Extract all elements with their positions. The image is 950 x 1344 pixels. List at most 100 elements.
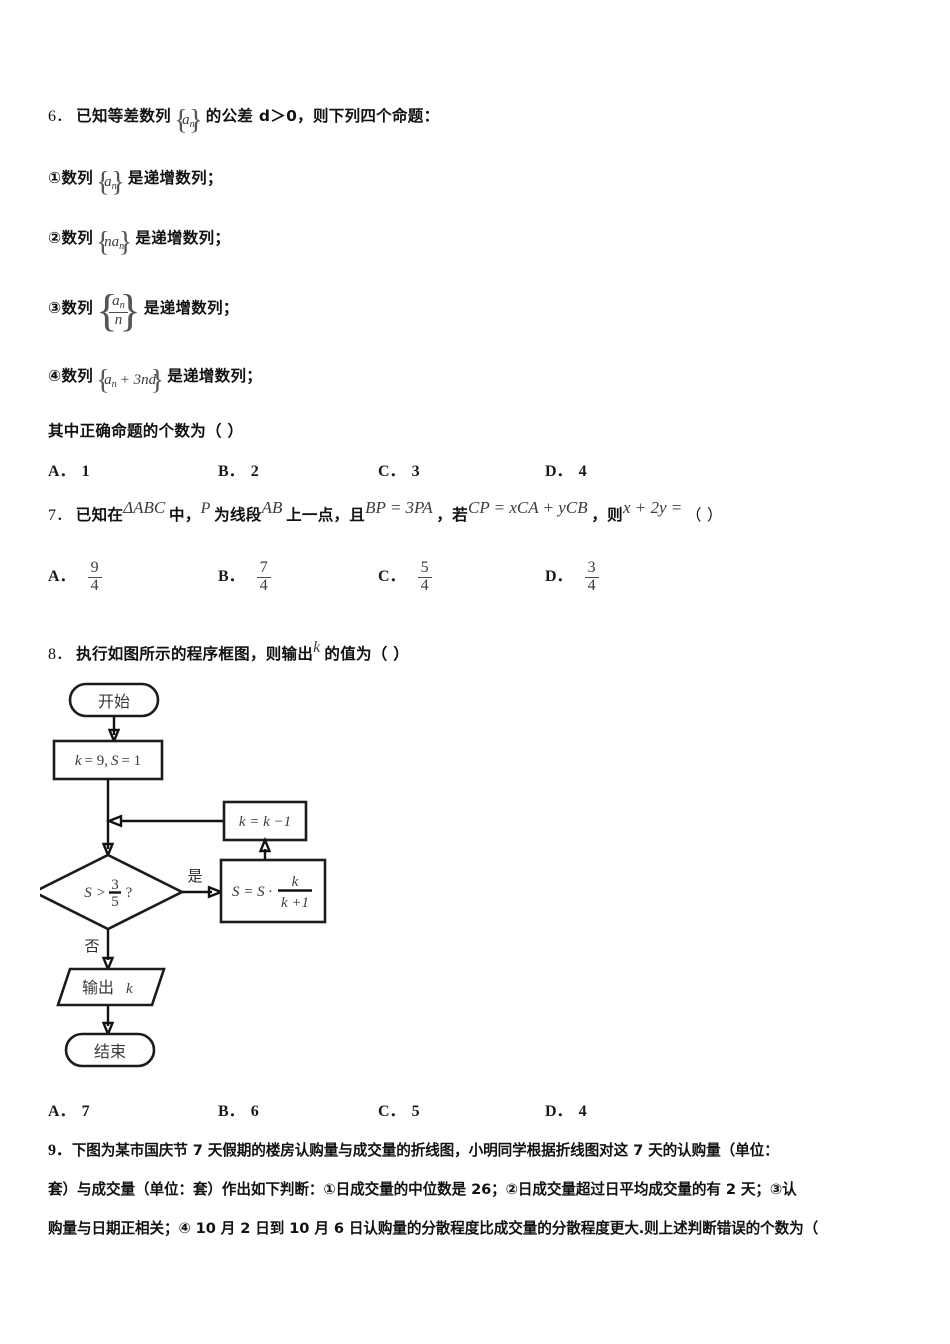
q7-text-3: 为线段 xyxy=(214,506,262,524)
flowchart-arrowhead-update xyxy=(207,885,225,899)
q6-option-c[interactable]: C． 3 xyxy=(378,457,420,481)
q6-item-1-suffix: 是递增数列； xyxy=(127,169,223,187)
q6-option-a-value: 1 xyxy=(81,463,90,480)
q6-option-b-value: 2 xyxy=(250,463,259,480)
q7-number: 7． xyxy=(48,507,73,524)
q6-stem-text-b: 的公差 d＞0，则下列四个命题： xyxy=(205,107,440,125)
q9-line-3: 购量与日期正相关；④ 10 月 2 日到 10 月 6 日认购量的分散程度比成交… xyxy=(48,1210,818,1248)
q6-item-2-marker: ② xyxy=(48,229,62,247)
flowchart-decision-fraction-denominator: 5 xyxy=(111,894,119,910)
q7-option-b-fraction: 7 4 xyxy=(256,559,271,595)
flowchart-decrement-text: k = k −1 xyxy=(239,814,291,830)
q6-item-1-var: a xyxy=(104,173,112,190)
q7-text-6: ，则 xyxy=(591,506,623,524)
q6-stem-seq-subscript: n xyxy=(189,118,195,130)
q6-option-b[interactable]: B．2 xyxy=(218,457,259,481)
flowchart-decrement-box xyxy=(222,800,308,842)
flowchart-update-fraction-numerator: k xyxy=(292,874,299,890)
q8-text-2: 的值为（ ） xyxy=(324,645,410,663)
flowchart-decision-var: S xyxy=(84,885,92,901)
q7-option-a-denominator: 4 xyxy=(87,576,102,595)
q8-option-d[interactable]: D．4 xyxy=(545,1097,587,1121)
q6-option-a-label: A． xyxy=(48,463,76,480)
q9-line-1-text: 下图为某市国庆节 7 天假期的楼房认购量与成交量的折线图，小明同学根据折线图对这… xyxy=(71,1142,779,1159)
q7-option-c[interactable]: C． 5 4 xyxy=(378,559,434,595)
q6-option-d[interactable]: D．4 xyxy=(545,457,587,481)
q8-math-k: k xyxy=(313,639,321,657)
q7-option-a-label: A． xyxy=(48,568,76,586)
q8-option-c[interactable]: C． 5 xyxy=(378,1097,420,1121)
q6-item-2-prefix: 数列 xyxy=(61,229,94,247)
program-flowchart: 开始 k= 9,S= 1 k = k −1 S > 3 5 ? 是 S = S xyxy=(40,682,327,1068)
flowchart-init-eq1: = 9, xyxy=(84,753,107,769)
q6-item-4-expression: an+ 3nd xyxy=(97,371,163,390)
q6-stem-sequence: an xyxy=(175,111,202,130)
q6-item-3-numerator: an xyxy=(109,293,128,312)
q8-options: A． 7 B．6 C． 5 D．4 xyxy=(0,1097,950,1131)
q6-item-2-suffix: 是递增数列； xyxy=(135,229,231,247)
q8-stem: 8． 执行如图所示的程序框图，则输出k 的值为（ ） xyxy=(48,640,410,663)
flowchart-init-eq2: = 1 xyxy=(121,753,141,769)
q6-item-3-num-var: a xyxy=(112,293,120,309)
q6-item-2: ②数列 nan 是递增数列； xyxy=(48,230,230,252)
q6-item-3-denominator: n xyxy=(109,311,128,329)
q7-text-5: ，若 xyxy=(436,506,468,524)
flowchart-arrowhead-junction xyxy=(105,814,123,828)
q8-option-b[interactable]: B．6 xyxy=(218,1097,259,1121)
q9-number: 9． xyxy=(48,1142,72,1159)
q7-option-a-fraction: 9 4 xyxy=(87,559,102,595)
flowchart-arrowhead-init xyxy=(107,728,121,745)
q8-number: 8． xyxy=(48,646,73,663)
q7-option-b[interactable]: B． 7 4 xyxy=(218,559,273,595)
q7-math-triangle-abc: ΔABC xyxy=(123,497,166,517)
q6-option-c-label: C． xyxy=(378,463,406,480)
q8-option-a-label: A． xyxy=(48,1103,76,1120)
q7-option-c-fraction: 5 4 xyxy=(417,559,432,595)
q6-item-2-var: na xyxy=(104,233,120,250)
flowchart-end-shape xyxy=(64,1032,156,1068)
flowchart-no-label: 否 xyxy=(84,937,99,955)
q8-option-a[interactable]: A． 7 xyxy=(48,1097,90,1121)
flowchart-decision-fraction-numerator: 3 xyxy=(111,877,119,893)
q6-option-a[interactable]: A． 1 xyxy=(48,457,90,481)
flowchart-start-label: 开始 xyxy=(98,692,130,711)
q7-option-d-label: D． xyxy=(545,568,573,586)
q6-stem-seq-var: a xyxy=(182,111,190,128)
q6-item-1-prefix: 数列 xyxy=(61,169,94,187)
flowchart-output-shape xyxy=(56,967,166,1007)
q6-option-d-value: 4 xyxy=(578,463,587,480)
q7-text-7: （ ） xyxy=(685,506,723,524)
q6-item-3-suffix: 是递增数列； xyxy=(143,299,239,318)
q6-item-2-expression: nan xyxy=(97,233,131,252)
flowchart-update-lhs: S = S · xyxy=(232,884,272,900)
q6-stem-text-a: 已知等差数列 xyxy=(76,107,171,125)
q7-text-2: 中， xyxy=(169,506,201,524)
flowchart-init-box xyxy=(52,739,164,781)
flowchart-end-label: 结束 xyxy=(94,1042,126,1061)
q7-option-a[interactable]: A． 9 4 xyxy=(48,559,104,595)
q8-option-c-value: 5 xyxy=(411,1103,420,1120)
q8-option-c-label: C． xyxy=(378,1103,406,1120)
q7-option-d-fraction: 3 4 xyxy=(584,559,599,595)
q6-item-4-var: a xyxy=(104,371,112,388)
q8-text-1: 执行如图所示的程序框图，则输出 xyxy=(76,645,314,663)
flowchart-arrowhead-decrement xyxy=(258,836,272,853)
q6-item-4-prefix: 数列 xyxy=(61,367,94,385)
q6-option-c-value: 3 xyxy=(411,463,420,480)
flowchart-output-var: k xyxy=(126,981,133,997)
q7-option-c-numerator: 5 xyxy=(420,559,429,576)
q7-options: A． 9 4 B． 7 4 C． 5 4 D． 3 4 xyxy=(0,550,950,602)
q7-option-d[interactable]: D． 3 4 xyxy=(545,559,601,595)
q8-option-d-value: 4 xyxy=(578,1103,587,1120)
q7-option-c-denominator: 4 xyxy=(417,576,432,595)
q6-item-4-tail: + 3nd xyxy=(119,371,157,388)
flowchart-arrowhead-decision xyxy=(101,842,115,859)
flowchart-arrowhead-output xyxy=(101,956,115,973)
q6-closing-text: 其中正确命题的个数为（ ） xyxy=(48,422,244,440)
q7-option-c-label: C． xyxy=(378,568,406,586)
q8-option-a-value: 7 xyxy=(81,1103,90,1120)
q6-item-4-marker: ④ xyxy=(48,367,62,385)
flowchart-decision-operator: > xyxy=(97,885,105,901)
q6-item-1-subscript: n xyxy=(111,180,117,192)
